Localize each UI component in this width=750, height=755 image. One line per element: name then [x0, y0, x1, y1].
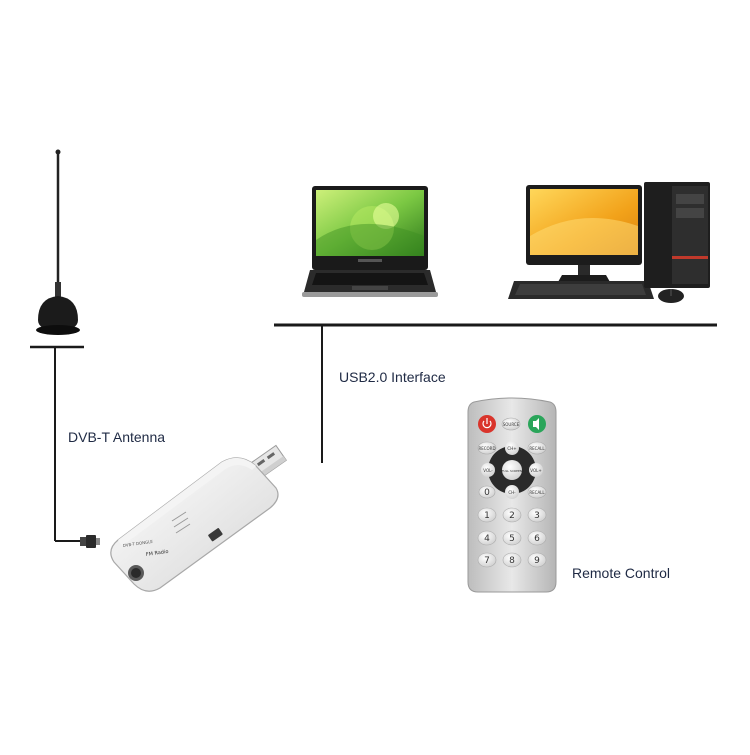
digit-6-label: 6: [534, 534, 540, 544]
digit-0-button: 0: [484, 488, 490, 498]
record-button: RECORD: [478, 446, 495, 451]
antenna-label: DVB-T Antenna: [68, 429, 166, 445]
remote-control-label: Remote Control: [572, 565, 671, 581]
remote-control-icon: SOURCE RECORD RECALL CH+ VOL- VOL+ FULL …: [467, 397, 557, 593]
antenna-icon: [36, 149, 80, 335]
digit-2-key: [502, 507, 522, 523]
usb-dongle-icon: DVB-T DONGLE FM Radio: [110, 444, 287, 592]
laptop-icon: [302, 186, 438, 297]
digit-buttons: 1 2 3 4 5 6 7 8 9: [477, 507, 547, 568]
digit-6-key: [527, 530, 547, 546]
desktop-computer-icon: [508, 182, 710, 303]
digit-4-label: 4: [484, 534, 490, 544]
digit-7-label: 7: [484, 556, 490, 566]
recall-button: RECALL: [529, 490, 545, 495]
digit-3-key: [527, 507, 547, 523]
digit-5-key: [502, 530, 522, 546]
antenna-cable: [30, 345, 100, 548]
digit-7-key: [477, 552, 497, 568]
vol-down-button: VOL-: [483, 468, 493, 473]
digit-3-label: 3: [534, 511, 540, 521]
digit-9-label: 9: [534, 556, 540, 566]
usb-interface-label: USB2.0 Interface: [339, 369, 446, 385]
vol-up-button: VOL+: [530, 468, 541, 473]
digit-9-key: [527, 552, 547, 568]
digit-2-label: 2: [509, 511, 515, 521]
dongle-fm-label: FM Radio: [145, 549, 168, 558]
ch-down-button: CH-: [508, 490, 516, 495]
recall-top-button: RECALL: [529, 446, 545, 451]
ok-button: FULL SCREEN: [502, 469, 522, 473]
digit-8-label: 8: [509, 556, 515, 566]
source-button: SOURCE: [503, 422, 520, 427]
digit-1-key: [477, 507, 497, 523]
digit-1-label: 1: [484, 511, 490, 521]
digit-4-key: [477, 530, 497, 546]
digit-8-key: [502, 552, 522, 568]
ch-up-button: CH+: [507, 446, 516, 451]
digit-5-label: 5: [509, 534, 515, 544]
usb-connection-lines: [274, 323, 717, 463]
dongle-brand-label: DVB-T DONGLE: [122, 539, 153, 548]
